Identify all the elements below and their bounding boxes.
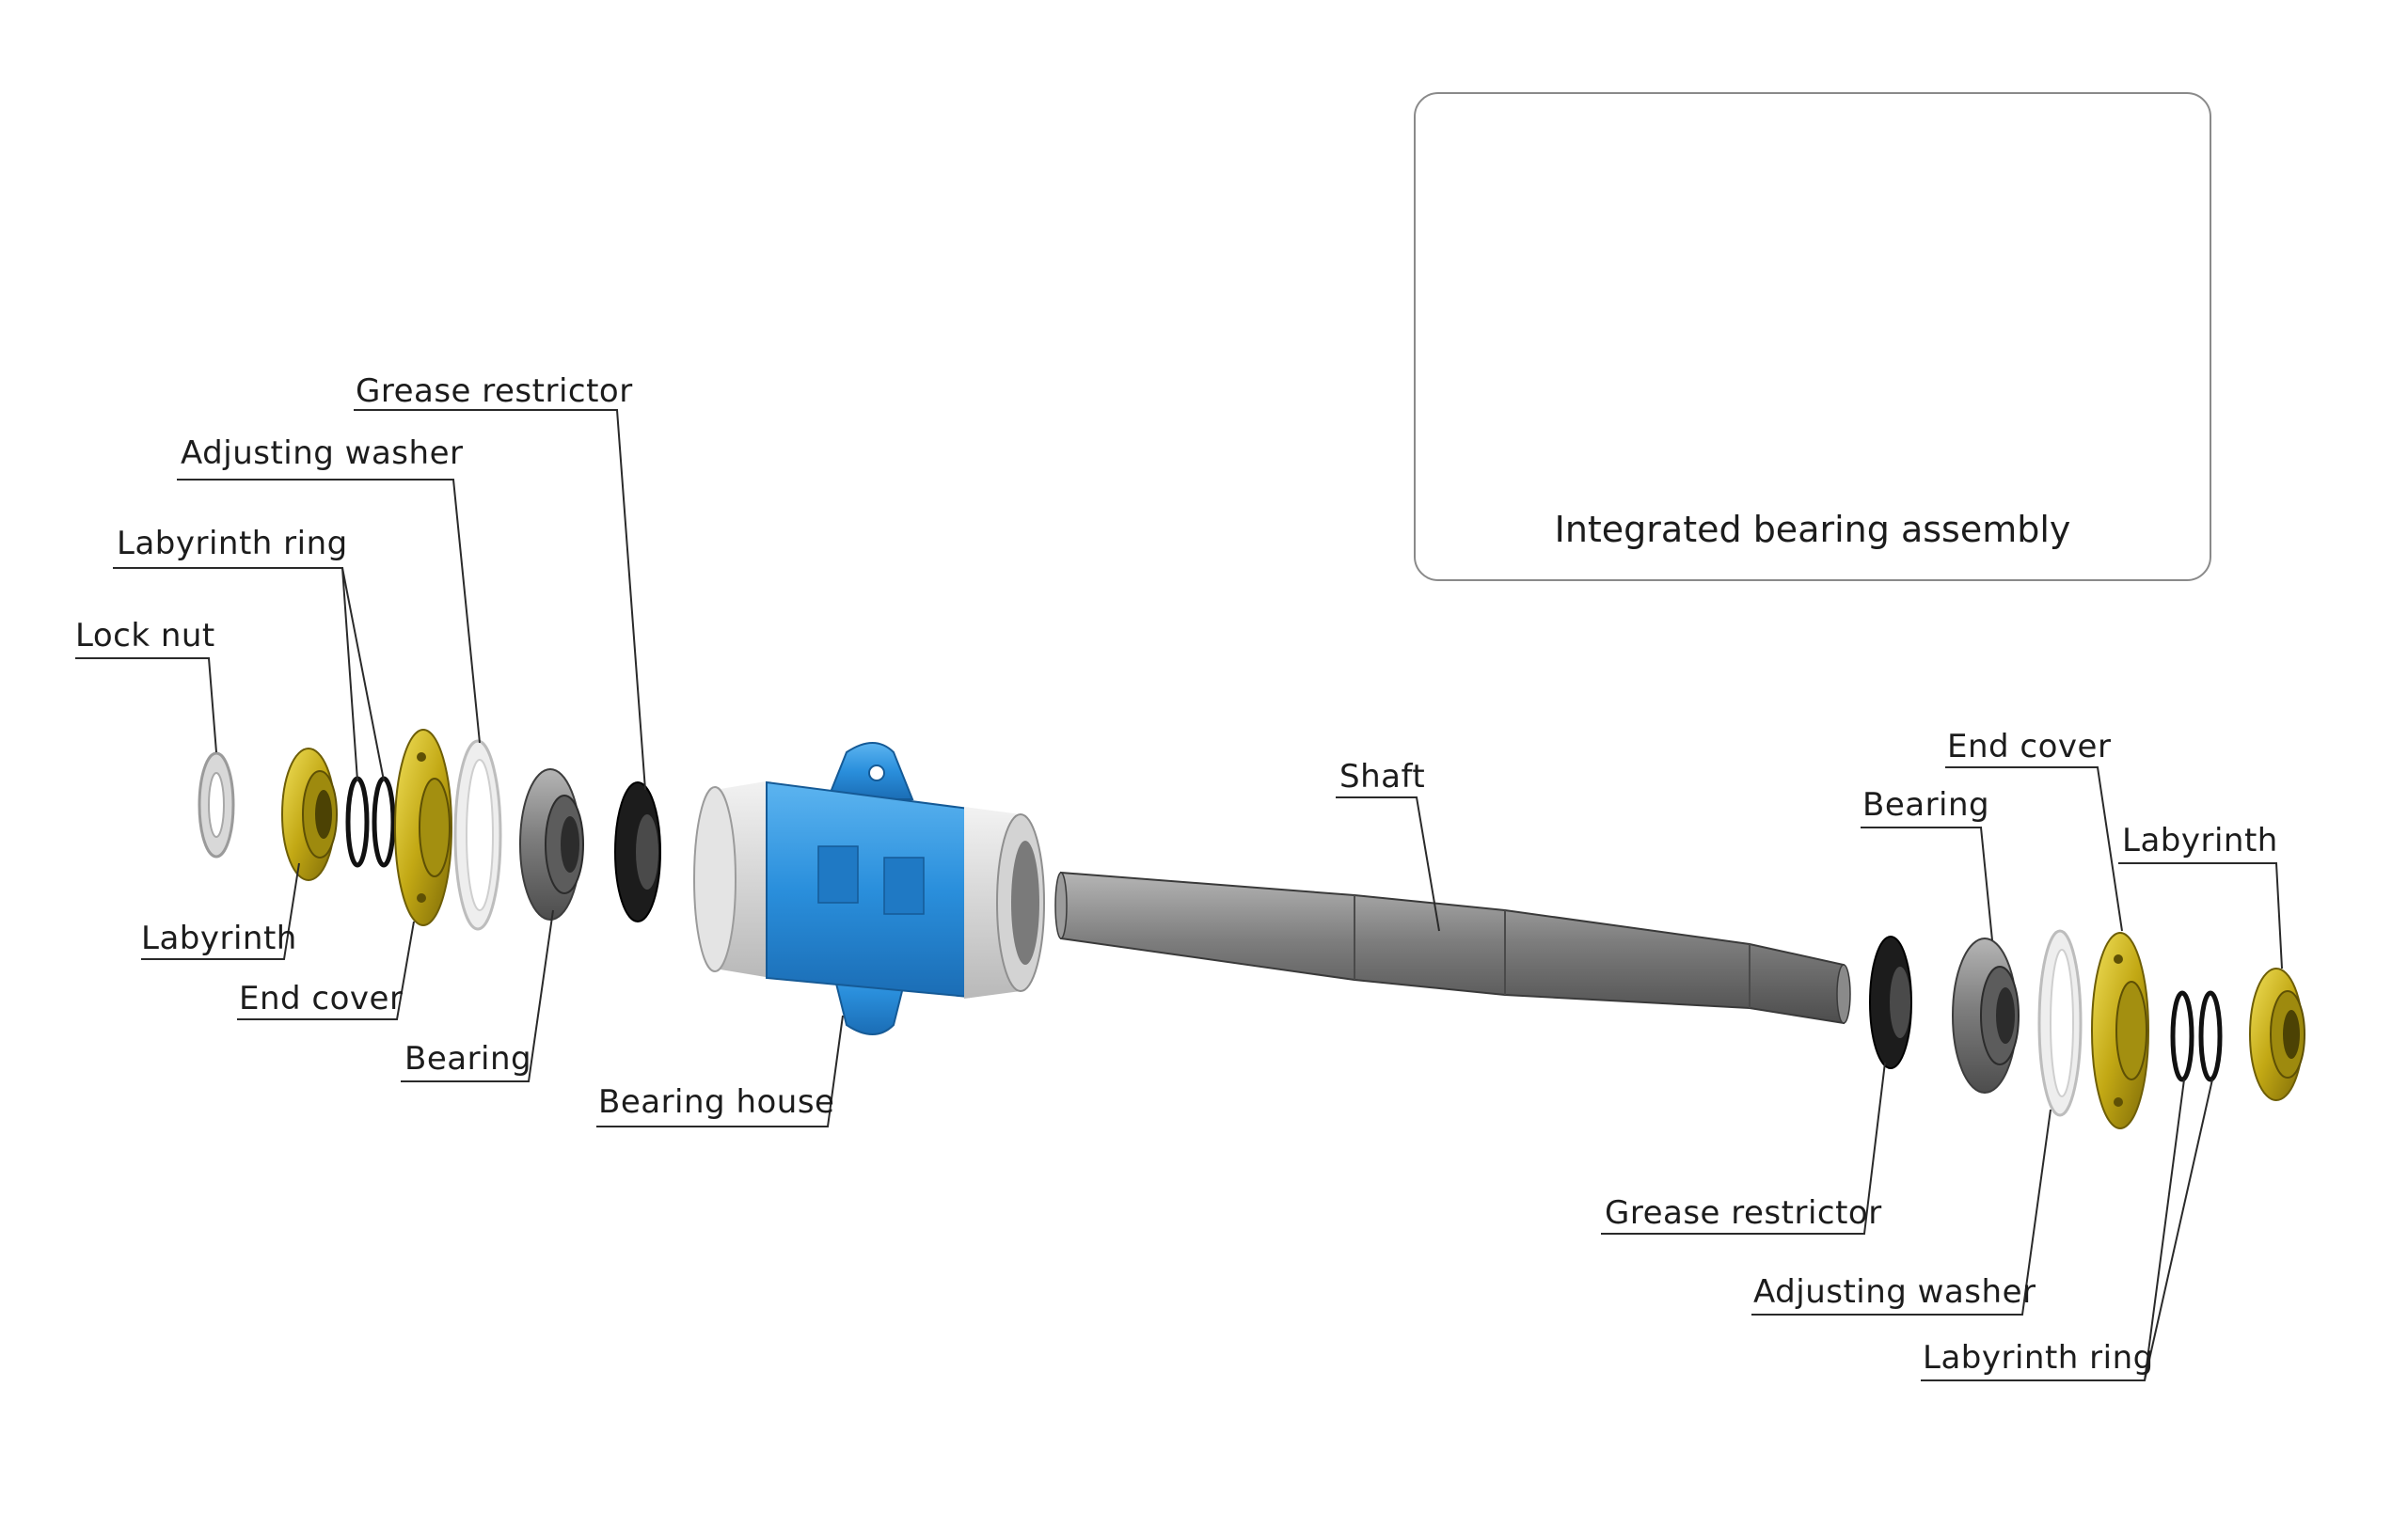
end-cover-right-part: [2091, 932, 2149, 1129]
grease-restrictor-left-part: [614, 781, 661, 922]
leader-lines: [75, 409, 2283, 1381]
inset-panel: [1414, 92, 2211, 581]
labyrinth-ring-right-part: [2170, 990, 2223, 1082]
label-lock-nut: Lock nut: [75, 617, 215, 654]
label-labyrinth-left: Labyrinth: [141, 920, 297, 957]
label-bearing-house: Bearing house: [598, 1083, 835, 1121]
label-end-cover-right: End cover: [1947, 728, 2112, 765]
label-bearing-right: Bearing: [1862, 786, 1990, 824]
shaft-part: [1054, 871, 1851, 1025]
bearing-left-part: [519, 768, 584, 921]
label-adjusting-washer-right: Adjusting washer: [1753, 1273, 2036, 1311]
label-end-cover-left: End cover: [239, 980, 404, 1017]
labyrinth-right-part: [2249, 968, 2305, 1101]
end-cover-left-part: [394, 729, 452, 926]
labyrinth-left-part: [281, 748, 338, 881]
adjusting-washer-left-part: [453, 739, 502, 931]
label-labyrinth-right: Labyrinth: [2122, 822, 2278, 859]
grease-restrictor-right-part: [1869, 936, 1912, 1069]
label-shaft: Shaft: [1339, 758, 1426, 796]
bearing-right-part: [1952, 938, 2020, 1094]
bearing-house-part: [693, 742, 1045, 1035]
label-bearing-left: Bearing: [404, 1040, 532, 1078]
inset-caption: Integrated bearing assembly: [1554, 509, 2071, 550]
labyrinth-ring-left-part: [345, 776, 396, 868]
label-grease-restrictor-left: Grease restrictor: [356, 372, 633, 410]
label-grease-restrictor-right: Grease restrictor: [1605, 1194, 1882, 1232]
lock-nut-part: [198, 751, 235, 859]
adjusting-washer-right-part: [2037, 929, 2083, 1117]
label-adjusting-washer-left: Adjusting washer: [181, 434, 464, 472]
label-labyrinth-ring-right: Labyrinth ring: [1923, 1339, 2154, 1377]
label-labyrinth-ring-left: Labyrinth ring: [117, 525, 348, 562]
